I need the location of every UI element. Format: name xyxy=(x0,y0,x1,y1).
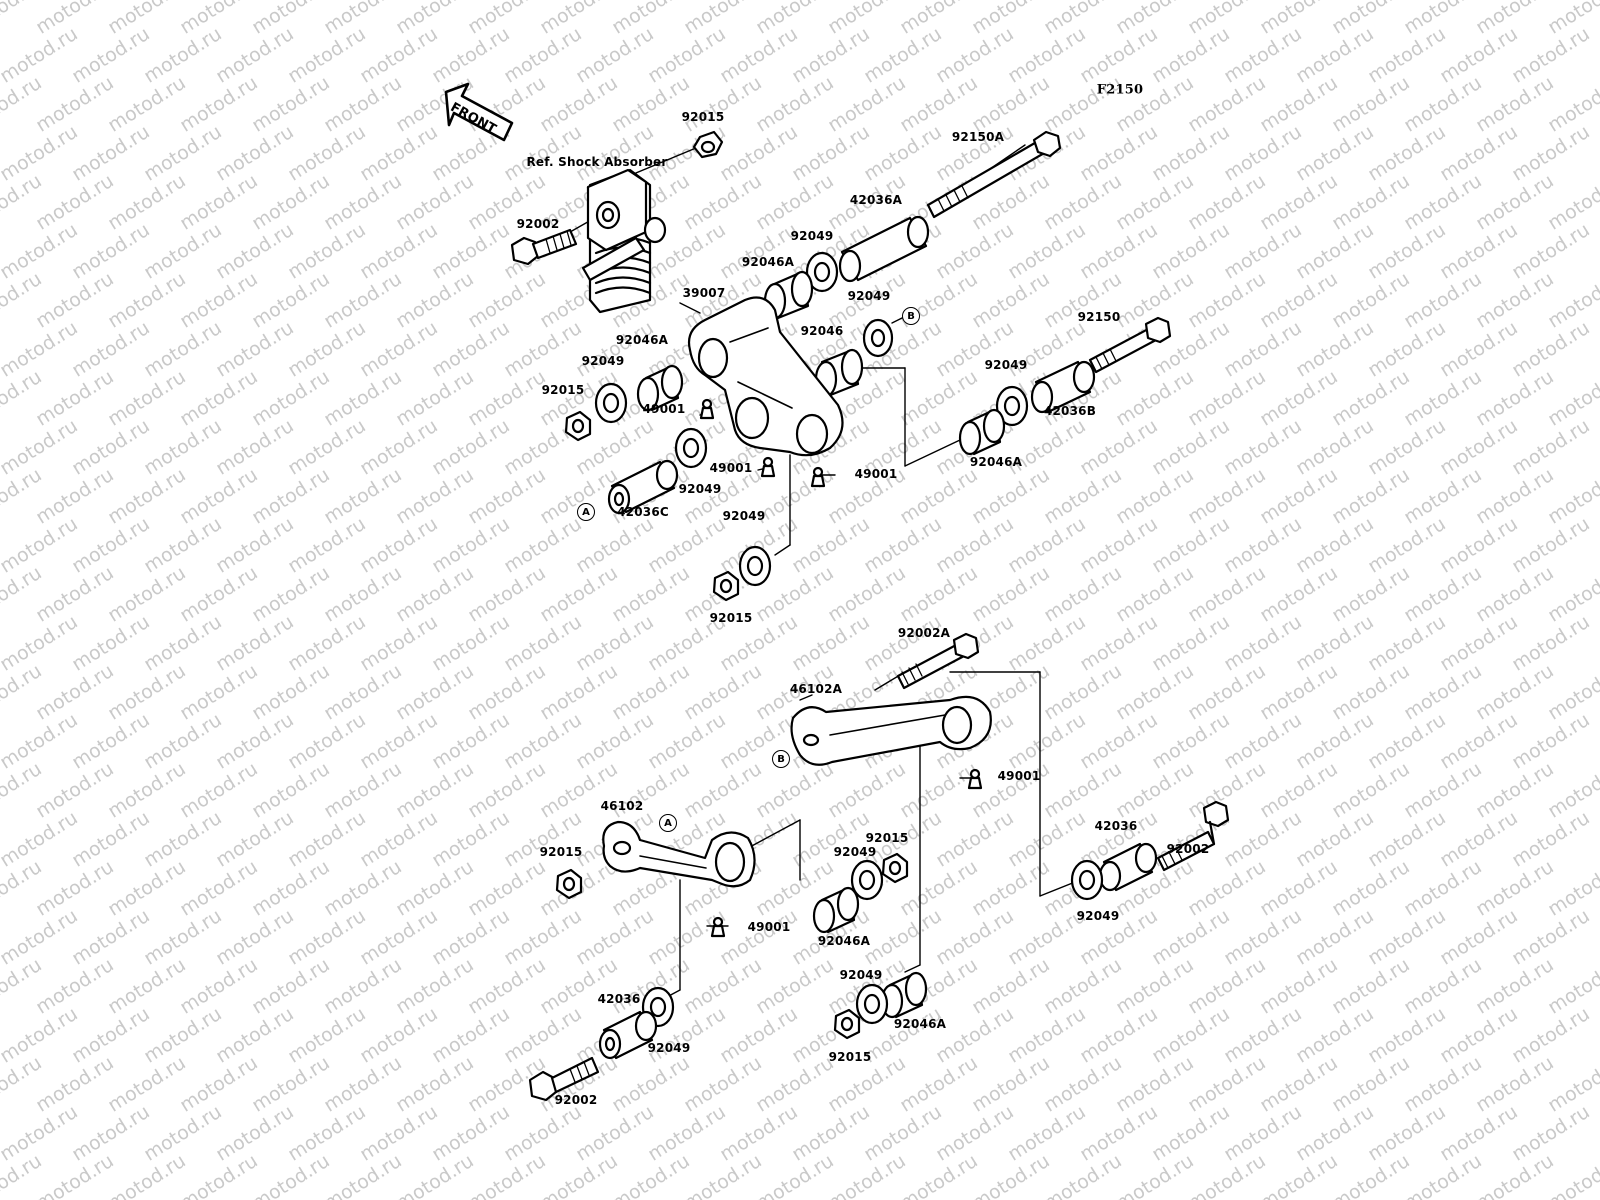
part-label-39007: 39007 xyxy=(682,286,726,300)
bearing-92046A-c xyxy=(958,408,1006,456)
washer-92049-g xyxy=(850,859,884,901)
part-label-92049: 92049 xyxy=(647,1041,691,1055)
part-label-42036: 42036 xyxy=(597,992,641,1006)
part-label-49001: 49001 xyxy=(709,461,753,475)
nut-92015-d xyxy=(555,868,583,900)
bolt-92002-right xyxy=(1156,800,1230,872)
bolt-92002-shock xyxy=(510,228,578,266)
part-label-92049: 92049 xyxy=(839,968,883,982)
part-label-92049: 92049 xyxy=(1076,909,1120,923)
part-label-92049: 92049 xyxy=(678,482,722,496)
collar-42036C xyxy=(607,459,679,515)
bolt-92002A xyxy=(896,632,980,690)
bearing-92046A-d xyxy=(812,886,860,934)
grease-nipple-49001-a xyxy=(699,398,715,420)
part-label-92015: 92015 xyxy=(541,383,585,397)
part-label-92002: 92002 xyxy=(1166,842,1210,856)
grease-nipple-49001-e xyxy=(710,916,726,938)
grease-nipple-49001-b xyxy=(760,456,776,478)
washer-92049-e xyxy=(738,545,772,587)
grease-nipple-49001-c xyxy=(810,466,826,488)
ref-marker-b: B xyxy=(772,750,790,768)
washer-92049-i xyxy=(855,983,889,1025)
collar-42036-right xyxy=(1098,842,1158,892)
ref-shock-absorber-label: Ref. Shock Absorber xyxy=(526,155,668,169)
part-label-92015: 92015 xyxy=(828,1050,872,1064)
part-label-92049: 92049 xyxy=(790,229,834,243)
part-label-92150A: 92150A xyxy=(951,130,1005,144)
bolt-92002-left xyxy=(528,1056,600,1102)
washer-92049-h xyxy=(1070,859,1104,901)
bearing-92046A-e xyxy=(880,971,928,1019)
part-label-92046A: 92046A xyxy=(741,255,795,269)
part-label-42036B: 42036B xyxy=(1043,404,1097,418)
nut-92015-e xyxy=(881,852,909,884)
part-label-92150: 92150 xyxy=(1077,310,1121,324)
front-arrow-icon xyxy=(444,82,514,142)
collar-42036A xyxy=(838,215,930,283)
part-label-92015: 92015 xyxy=(681,110,725,124)
nut-92015-f xyxy=(833,1008,861,1040)
washer-92049-f xyxy=(995,385,1029,427)
nut-92015-c xyxy=(712,570,740,602)
nut-92015-top xyxy=(692,130,724,159)
part-label-49001: 49001 xyxy=(642,402,686,416)
leader-lines xyxy=(555,142,1081,999)
part-label-92046A: 92046A xyxy=(817,934,871,948)
nut-92015-b xyxy=(564,410,592,442)
part-label-42036C: 42036C xyxy=(617,505,669,519)
part-label-92046A: 92046A xyxy=(893,1017,947,1031)
part-label-92046A: 92046A xyxy=(615,333,669,347)
part-label-92002: 92002 xyxy=(516,217,560,231)
part-label-92049: 92049 xyxy=(847,289,891,303)
part-label-92049: 92049 xyxy=(833,845,877,859)
bolt-92150 xyxy=(1088,316,1172,374)
washer-92049-d xyxy=(674,427,708,469)
collar-42036B xyxy=(1030,360,1096,414)
shock-absorber-ref xyxy=(581,168,667,314)
bearing-92046A-b xyxy=(636,364,684,412)
part-label-92049: 92049 xyxy=(581,354,625,368)
part-label-92002: 92002 xyxy=(554,1093,598,1107)
tie-rod-46102A xyxy=(790,695,992,766)
bolt-92150A xyxy=(926,130,1062,219)
part-label-92015: 92015 xyxy=(709,611,753,625)
washer-92049-b xyxy=(862,318,894,358)
part-label-42036A: 42036A xyxy=(849,193,903,207)
part-label-49001: 49001 xyxy=(854,467,898,481)
part-label-92046A: 92046A xyxy=(969,455,1023,469)
ref-marker-a: A xyxy=(659,814,677,832)
part-label-46102A: 46102A xyxy=(789,682,843,696)
tie-rod-46102 xyxy=(602,820,756,888)
part-label-49001: 49001 xyxy=(997,769,1041,783)
grease-nipple-49001-d xyxy=(967,768,983,790)
part-label-92015: 92015 xyxy=(539,845,583,859)
part-label-92002A: 92002A xyxy=(897,626,951,640)
collar-42036-left xyxy=(598,1010,658,1060)
part-label-92046: 92046 xyxy=(800,324,844,338)
part-label-92015: 92015 xyxy=(865,831,909,845)
diagram-id: F2150 xyxy=(1096,82,1144,98)
part-label-92049: 92049 xyxy=(984,358,1028,372)
washer-92049-c xyxy=(594,382,628,424)
washer-92049-a xyxy=(805,251,839,293)
part-label-46102: 46102 xyxy=(600,799,644,813)
part-label-42036: 42036 xyxy=(1094,819,1138,833)
part-label-92049: 92049 xyxy=(722,509,766,523)
part-label-49001: 49001 xyxy=(747,920,791,934)
rocker-arm-39007 xyxy=(687,296,844,457)
ref-marker-a: A xyxy=(577,503,595,521)
ref-marker-b: B xyxy=(902,307,920,325)
